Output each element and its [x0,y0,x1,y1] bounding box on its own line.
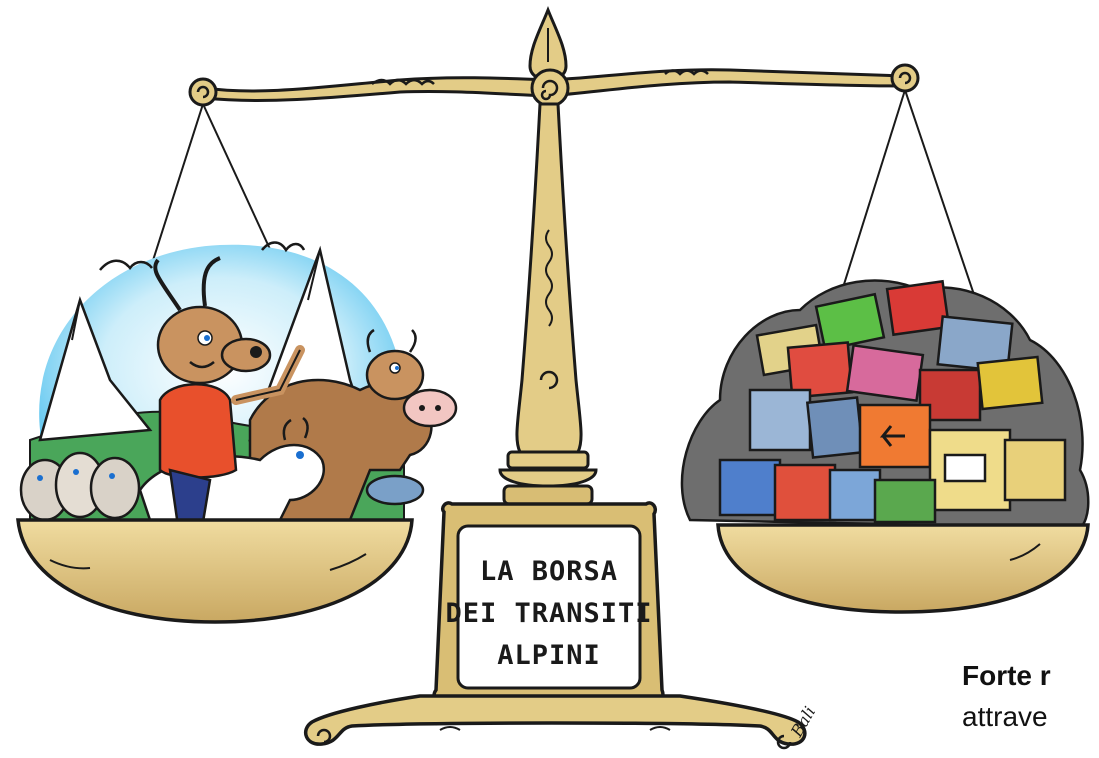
marmots [19,451,141,522]
right-pan-group [680,89,1090,614]
left-pan-group [16,103,458,624]
sign-panel [456,524,642,690]
sign-line-1: LA BORSA [480,556,618,587]
vehicles-pile [718,279,1067,524]
sign-line-2: DEI TRANSITI [445,598,652,629]
left-beam-end [188,77,218,107]
left-pan [16,518,414,624]
caption-body: attrave [962,701,1048,732]
bird-right [261,241,306,253]
right-beam-end [890,63,920,93]
right-pan [716,523,1090,614]
sign-line-3: ALPINI [497,640,601,671]
bird-left [99,259,153,271]
sign-text: LA BORSA DEI TRANSITI ALPINI [445,556,652,671]
pivot [530,68,570,108]
balance-base [303,694,807,746]
balance-scale [188,5,920,750]
caption-title: Forte r [962,660,1051,691]
mountain-left [38,296,153,442]
